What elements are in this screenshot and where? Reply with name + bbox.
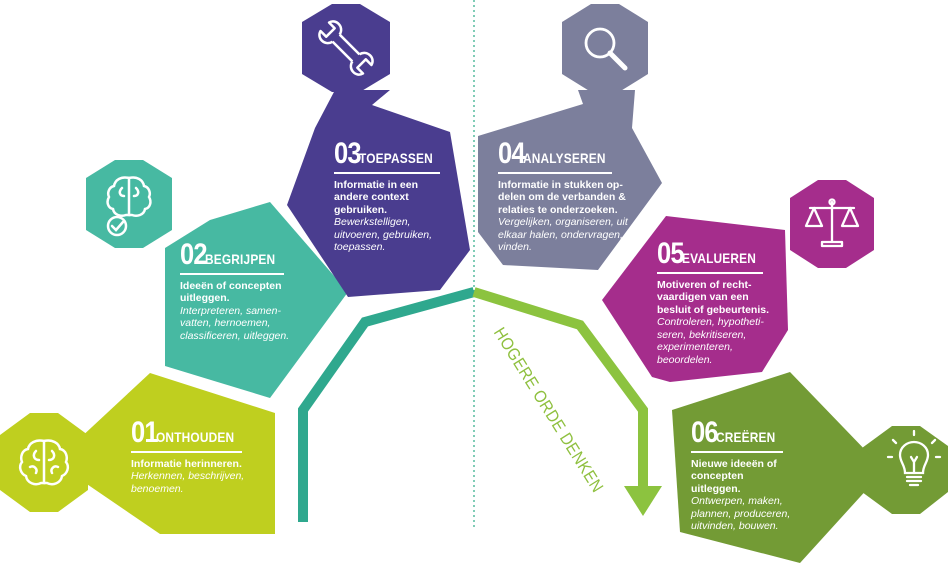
step-03-description: Informatie in een andere context gebruik… bbox=[334, 178, 419, 216]
step-05-text: 05EVALUEREN Motiveren of recht-vaardigen… bbox=[657, 237, 782, 366]
brain-icon bbox=[18, 439, 70, 486]
step-02-title: BEGRIJPEN bbox=[205, 251, 276, 267]
step-05-examples: Controleren, hypotheti-seren, bekritiser… bbox=[657, 316, 764, 366]
step-03-title: TOEPASSEN bbox=[359, 150, 434, 166]
step-02-description: Ideeën of concepten uitleggen. bbox=[180, 279, 282, 305]
step-04-rule bbox=[498, 172, 612, 174]
step-01-title: ONTHOUDEN bbox=[156, 429, 235, 445]
arrow-right-segment bbox=[472, 287, 648, 492]
arrow-head bbox=[624, 486, 662, 516]
step-05-title: EVALUEREN bbox=[682, 250, 757, 266]
step-03-rule bbox=[334, 172, 440, 174]
step-01-text: 01ONTHOUDEN Informatie herinneren. Herke… bbox=[131, 416, 271, 495]
brain-check-icon bbox=[106, 176, 152, 237]
step-06-examples: Ontwerpen, maken, plannen, produceren, u… bbox=[691, 495, 791, 532]
step-06-title: CREËREN bbox=[716, 429, 776, 445]
step-05-description: Motiveren of recht-vaardigen van een bes… bbox=[657, 278, 770, 316]
arrow-left-segment bbox=[298, 287, 476, 522]
step-01-rule bbox=[131, 451, 242, 453]
step-04-title: ANALYSEREN bbox=[523, 150, 606, 166]
step-06-rule bbox=[691, 451, 783, 453]
step-04-number: 04 bbox=[498, 137, 526, 170]
magnifier-icon bbox=[584, 27, 628, 71]
step-01-number: 01 bbox=[131, 416, 159, 449]
step-06-text: 06CREËREN Nieuwe ideeën of concepten uit… bbox=[691, 416, 811, 533]
step-03-examples: Bewerkstelligen, uitvoeren, gebruiken, t… bbox=[334, 216, 433, 253]
step-04-heading: 04ANALYSEREN bbox=[498, 137, 638, 171]
step-02-rule bbox=[180, 273, 284, 275]
step-06-number: 06 bbox=[691, 416, 719, 449]
step-02-heading: 02BEGRIJPEN bbox=[180, 238, 310, 272]
step-03-shape bbox=[287, 4, 470, 297]
step-04-text: 04ANALYSEREN Informatie in stukken op-de… bbox=[498, 137, 638, 254]
scale-icon bbox=[804, 198, 860, 248]
step-04-description: Informatie in stukken op-delen om de ver… bbox=[498, 178, 626, 216]
step-01-description: Informatie herinneren. bbox=[131, 457, 242, 470]
step-04-examples: Vergelijken, organiseren, uit elkaar hal… bbox=[498, 216, 628, 253]
step-05-shape bbox=[602, 180, 874, 382]
step-05-heading: 05EVALUEREN bbox=[657, 237, 782, 271]
step-01-examples: Herkennen, beschrijven, benoemen. bbox=[131, 470, 245, 495]
step-06-heading: 06CREËREN bbox=[691, 416, 811, 450]
step-03-heading: 03TOEPASSEN bbox=[334, 137, 454, 171]
step-06-description: Nieuwe ideeën of concepten uitleggen. bbox=[691, 457, 777, 495]
step-02-examples: Interpreteren, samen-vatten, hernoemen, … bbox=[180, 304, 290, 342]
step-02-number: 02 bbox=[180, 238, 208, 271]
step-03-number: 03 bbox=[334, 137, 362, 170]
step-03-text: 03TOEPASSEN Informatie in een andere con… bbox=[334, 137, 454, 254]
step-02-text: 02BEGRIJPEN Ideeën of concepten uitlegge… bbox=[180, 238, 310, 342]
step-05-number: 05 bbox=[657, 237, 685, 270]
step-01-heading: 01ONTHOUDEN bbox=[131, 416, 271, 450]
step-05-rule bbox=[657, 272, 763, 274]
lightbulb-icon bbox=[886, 429, 942, 487]
wrench-icon bbox=[318, 20, 374, 76]
